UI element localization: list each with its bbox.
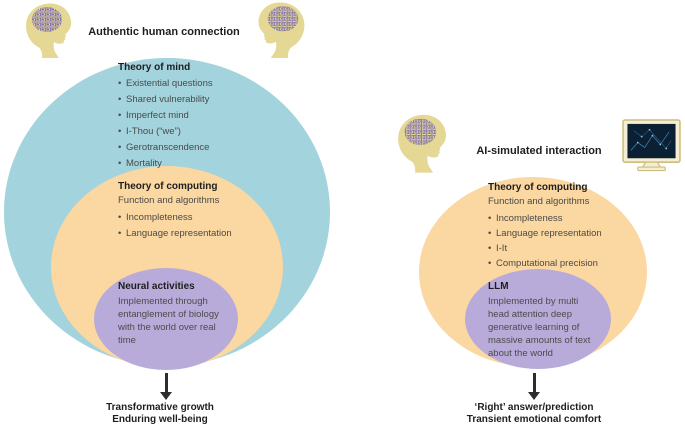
section-subheading: Function and algorithms <box>488 196 590 207</box>
section-heading: Neural activities <box>118 281 195 292</box>
panel-title-left: Authentic human connection <box>88 26 240 38</box>
human-head-brain-icon <box>26 3 72 58</box>
list-item: Existential questions <box>118 76 268 92</box>
section-heading: Theory of computing <box>488 182 588 193</box>
panel-title-right: AI-simulated interaction <box>476 145 602 157</box>
neural-activities-circle <box>94 268 238 370</box>
llm-text: LLM Implemented by multi head attention … <box>488 281 594 360</box>
outcome-label: Transformative growth Enduring well-bein… <box>80 402 240 425</box>
list-item: Incompleteness <box>488 211 638 226</box>
down-arrow <box>524 373 544 400</box>
computer-monitor-icon <box>622 119 681 172</box>
list-item: Computational precision <box>488 256 638 271</box>
list-item: I-It <box>488 241 638 256</box>
outcome-line: Transient emotional comfort <box>466 413 602 425</box>
section-heading: Theory of computing <box>118 181 218 192</box>
list-item: Language representation <box>488 226 638 241</box>
list-item: Incompleteness <box>118 210 268 226</box>
section-heading: LLM <box>488 281 509 292</box>
theory-of-mind-text: Theory of mind Existential questions Sha… <box>118 62 268 172</box>
outcome-label: ‘Right’ answer/prediction Transient emot… <box>449 402 619 425</box>
outcome-line: Transformative growth <box>106 402 214 413</box>
bullet-list: Incompleteness Language representation I… <box>488 211 638 271</box>
llm-circle <box>465 269 611 369</box>
bullet-list: Incompleteness Language representation <box>118 210 268 242</box>
down-arrow <box>156 373 176 400</box>
arrow-head <box>528 392 540 400</box>
list-item: Gerotranscendence <box>118 140 268 156</box>
arrow-head <box>160 392 172 400</box>
bullet-list: Existential questions Shared vulnerabili… <box>118 76 268 172</box>
list-item: Imperfect mind <box>118 108 268 124</box>
outcome-line: Enduring well-being <box>112 413 208 425</box>
list-item: I-Thou (“we”) <box>118 124 268 140</box>
human-head-brain-icon-mirrored <box>258 2 305 58</box>
section-body: Implemented through entanglement of biol… <box>118 296 219 346</box>
arrow-shaft <box>532 373 536 392</box>
outcome-line: ‘Right’ answer/prediction <box>474 402 594 413</box>
section-subheading: Function and algorithms <box>118 195 220 206</box>
list-item: Shared vulnerability <box>118 92 268 108</box>
list-item: Language representation <box>118 226 268 242</box>
list-item: Mortality <box>118 156 268 172</box>
arrow-shaft <box>164 373 168 392</box>
section-body: Implemented by multi head attention deep… <box>488 296 591 359</box>
neural-activities-text: Neural activities Implemented through en… <box>118 281 230 347</box>
ai-theory-of-computing-text: Theory of computing Function and algorit… <box>488 182 638 271</box>
theory-of-computing-text: Theory of computing Function and algorit… <box>118 181 268 242</box>
human-head-brain-icon <box>398 114 446 173</box>
section-heading: Theory of mind <box>118 62 191 73</box>
